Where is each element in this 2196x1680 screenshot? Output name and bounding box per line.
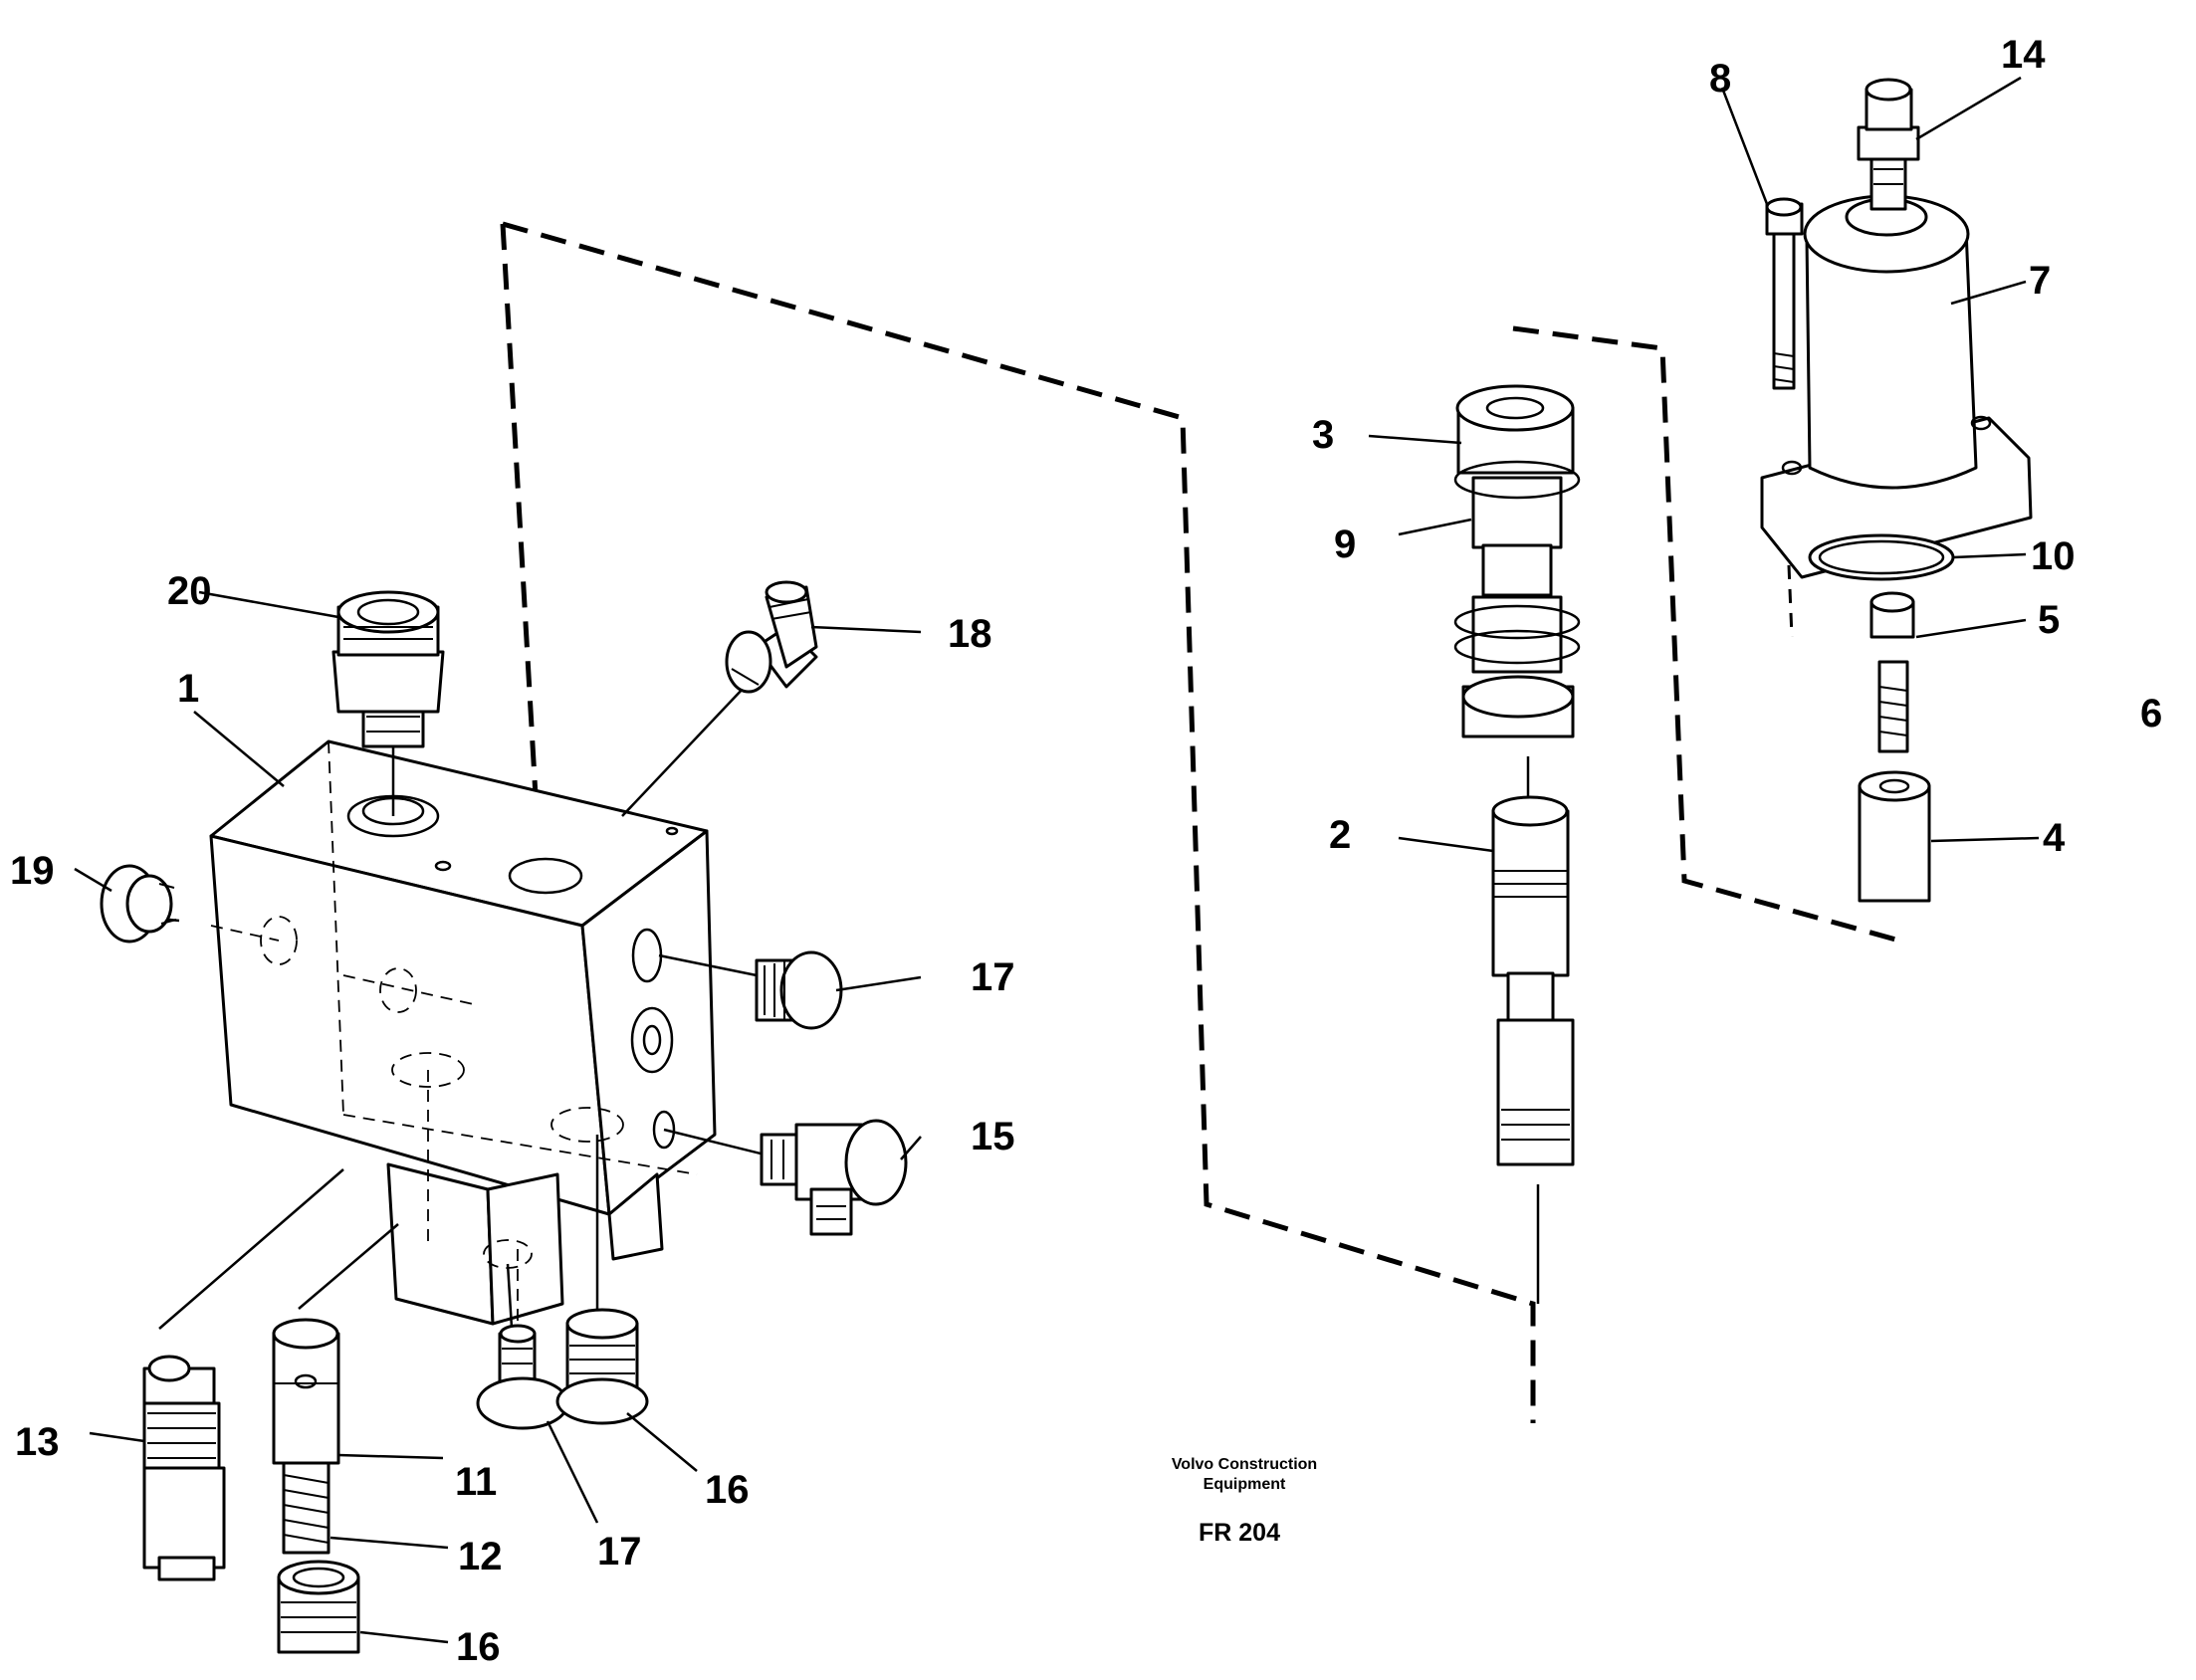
fitting-14-part [1857, 78, 1920, 211]
credit-block: Volvo Construction Equipment FR 204 [1172, 1456, 1317, 1547]
plug-17-part [755, 950, 843, 1030]
figure-code: FR 204 [1199, 1519, 1280, 1547]
tee-fitting-15-part [760, 1119, 908, 1236]
o-ring-10-part [1808, 533, 1955, 581]
callout-15: 15 [971, 1115, 1015, 1158]
credit-line-2: Equipment [1204, 1476, 1286, 1493]
plug-16-lower-part [277, 1560, 360, 1654]
poppet-11-part [272, 1318, 340, 1465]
callout-13: 13 [15, 1420, 60, 1464]
callout-14: 14 [2001, 33, 2046, 77]
callout-2: 2 [1329, 813, 1351, 857]
screw-5-part [1869, 591, 1915, 753]
plug-19-part [100, 864, 177, 944]
callout-1: 1 [177, 667, 199, 711]
spool-2-part [1491, 756, 1575, 1166]
callout-9: 9 [1334, 523, 1356, 566]
plug-16-middle-part [555, 1308, 649, 1425]
callout-17-right: 17 [971, 955, 1015, 999]
valve-block-part [209, 739, 717, 1329]
callout-16-lower: 16 [456, 1625, 501, 1669]
callout-20: 20 [167, 569, 212, 613]
callout-3: 3 [1312, 413, 1334, 457]
callout-16-middle: 16 [705, 1468, 750, 1512]
callout-18: 18 [948, 612, 992, 656]
callout-numbers: 1 2 3 4 5 6 7 8 9 10 11 12 13 14 15 16 1… [10, 33, 2162, 1669]
spool-stack-3-9-part [1453, 384, 1581, 738]
callout-17-lower: 17 [597, 1530, 642, 1574]
callout-7: 7 [2029, 259, 2051, 303]
callout-5: 5 [2038, 598, 2060, 642]
callout-4: 4 [2043, 816, 2066, 860]
plug-17-lower-part [476, 1324, 569, 1430]
callout-6: 6 [2140, 692, 2162, 735]
callout-leader-lines [74, 76, 2040, 1644]
fitting-20-part [331, 590, 445, 748]
sleeve-4-part [1858, 770, 1931, 903]
assembly-dashed-lines [500, 221, 1900, 1423]
elbow-fitting-18-part [725, 580, 818, 694]
callout-19: 19 [10, 849, 55, 893]
callout-11: 11 [455, 1460, 497, 1504]
callout-12: 12 [458, 1535, 503, 1578]
callout-10: 10 [2031, 534, 2076, 578]
spring-12-part [282, 1461, 330, 1555]
screw-8-part [1765, 197, 1804, 390]
cartridge-13-part [142, 1355, 226, 1581]
callout-8: 8 [1709, 57, 1731, 101]
cover-7-part [1760, 194, 2033, 579]
credit-line-1: Volvo Construction [1172, 1456, 1317, 1473]
